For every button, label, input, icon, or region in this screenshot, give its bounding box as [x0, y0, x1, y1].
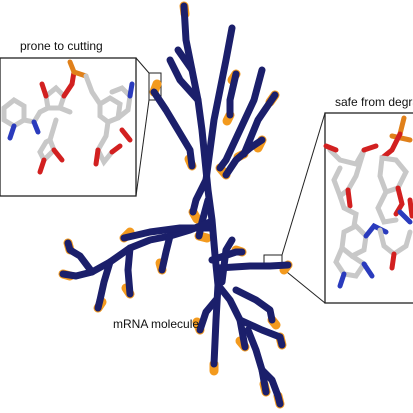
cut-leader-top [135, 57, 150, 74]
mrna-tree [58, 1, 293, 409]
cut-callout: prone to cutting [0, 39, 162, 197]
cut-molecule-model [1, 59, 135, 175]
molecule-label: mRNA molecule [113, 317, 199, 331]
tree-backbone [59, 2, 292, 408]
safe-callout: safe from degradation [263, 95, 413, 304]
safe-leader-top [281, 112, 326, 256]
cut-zoom-region [148, 72, 162, 101]
safe-label: safe from degradation [335, 95, 413, 109]
cut-label: prone to cutting [20, 39, 103, 53]
safe-leader-bottom [281, 267, 326, 304]
cut-callout-box [0, 57, 137, 197]
safe-molecule-model [323, 115, 413, 289]
cut-leader-bottom [135, 99, 150, 197]
